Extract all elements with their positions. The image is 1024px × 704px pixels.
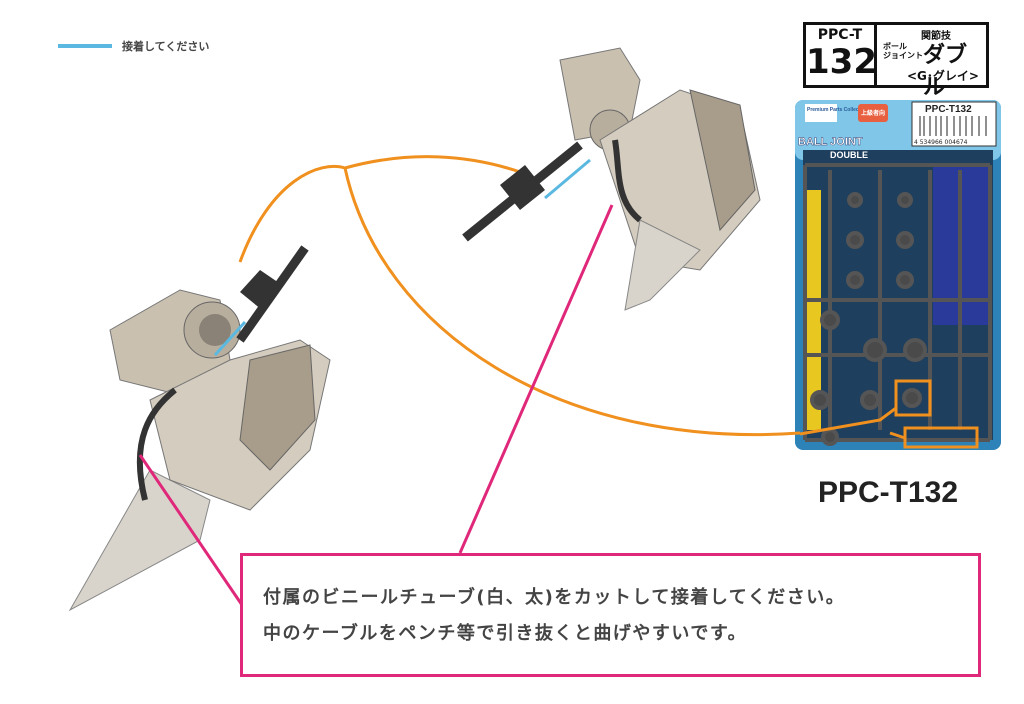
- highlight-markers: [238, 155, 979, 449]
- legend-glue-label: 接着してください: [122, 40, 210, 53]
- badge-name: ダブル: [923, 43, 968, 100]
- callout-lines: [138, 204, 614, 606]
- product-badge: PPC-T 132 関節技 ボール ジョイント ダブル <G･グレイ>: [803, 22, 989, 100]
- instruction-note: 付属のビニールチューブ(白、太)をカットして接着してください。 中のケーブルをペ…: [240, 553, 981, 677]
- note-line-1: 付属のビニールチューブ(白、太)をカットして接着してください。: [263, 587, 846, 608]
- product-code-title: PPC-T132: [818, 476, 959, 509]
- package-name-1: BALL JOINT: [798, 136, 863, 148]
- badge-category: 関節技: [921, 31, 951, 42]
- legend-glue-swatch: [58, 44, 112, 48]
- package-barcode: 4 534966 004674: [914, 139, 968, 146]
- badge-series: PPC-T: [817, 27, 863, 43]
- ball-joint-part-small: [559, 47, 761, 311]
- note-line-2: 中のケーブルをペンチ等で引き抜くと曲げやすいです。: [263, 623, 748, 644]
- package-code: PPC-T132: [925, 104, 972, 115]
- package-level: 上級者向: [861, 109, 885, 117]
- product-package: Premium Parts Collection 上級者向 PPC-T132 4…: [795, 100, 1001, 450]
- vinyl-tube-cables: [213, 141, 591, 357]
- package-brand: Premium Parts Collection: [807, 107, 868, 113]
- badge-color: <G･グレイ>: [907, 69, 979, 83]
- badge-number: 132: [806, 42, 877, 82]
- package-name-2: DOUBLE: [830, 150, 868, 160]
- badge-prefix: ボール ジョイント: [883, 42, 923, 60]
